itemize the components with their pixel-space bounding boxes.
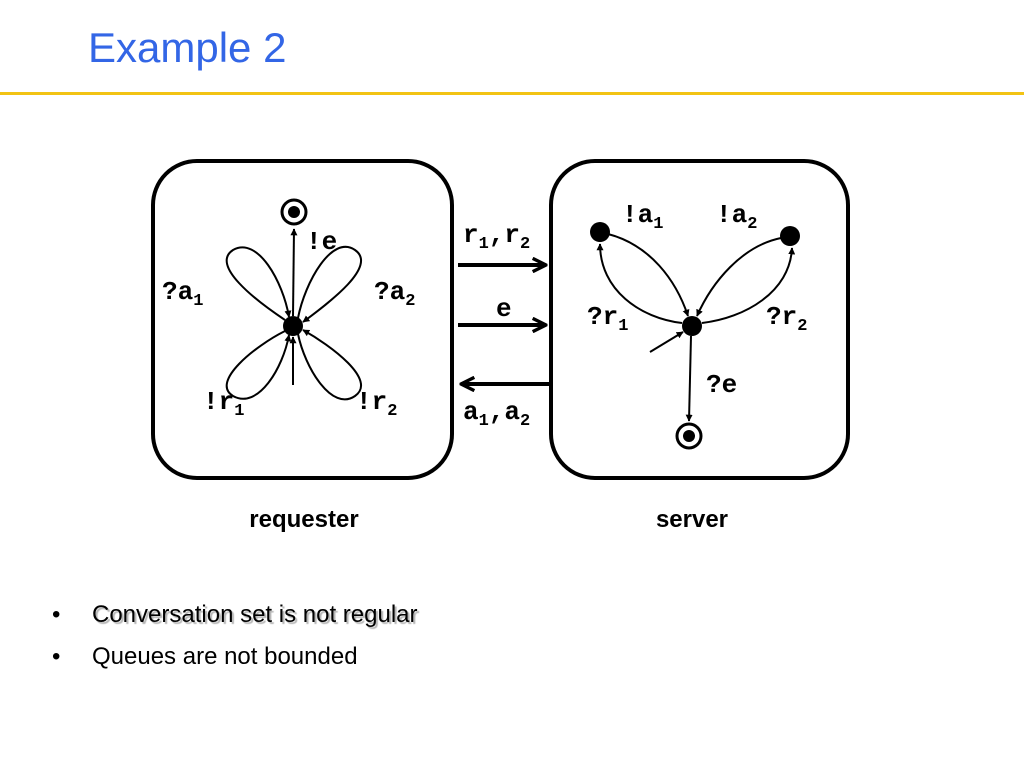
server-state-left — [590, 222, 610, 242]
channel-label-a: a1,a2 — [463, 397, 530, 431]
slide-title: Example 2 — [88, 24, 287, 71]
server-edge-send-a2 — [696, 237, 782, 317]
server-edge-recv-r2 — [701, 247, 796, 324]
bullet-item: • Conversation set is not regular — [52, 594, 418, 636]
requester-label-recv-a1: ?a1 — [162, 277, 203, 311]
server-label-recv-e: ?e — [706, 370, 737, 400]
bullet-marker: • — [52, 601, 61, 628]
server-edge-send-a1 — [607, 233, 690, 317]
requester-machine: !e ?a1 ?a2 !r1 !r2 — [151, 159, 454, 480]
requester-loop-r2 — [297, 329, 363, 401]
server-caption: server — [656, 506, 728, 533]
channel-label-e: e — [496, 294, 512, 324]
server-final-state-dot — [683, 430, 695, 442]
server-label-recv-r2: ?r2 — [766, 302, 807, 336]
requester-send-e-edge — [290, 228, 298, 317]
server-machine: !a1 !a2 ?r1 ?r2 ?e — [549, 159, 850, 480]
server-label-send-a1: !a1 — [622, 200, 663, 234]
server-edge-recv-e — [685, 335, 693, 422]
requester-center-state — [283, 316, 303, 336]
channel-label-r: r1,r2 — [463, 220, 530, 254]
requester-label-recv-a2: ?a2 — [374, 277, 415, 311]
title-divider — [0, 92, 1024, 95]
bullet-text: Conversation set is not regular — [92, 601, 418, 628]
requester-loop-a1 — [225, 246, 292, 321]
server-label-send-a2: !a2 — [716, 200, 757, 234]
bullet-item: • Queues are not bounded — [52, 636, 418, 678]
server-label-recv-r1: ?r1 — [587, 302, 628, 336]
server-center-state — [682, 316, 702, 336]
requester-label-send-r1: !r1 — [203, 387, 244, 421]
requester-label-send-r2: !r2 — [356, 387, 397, 421]
bullet-text: Queues are not bounded — [92, 643, 358, 670]
server-initial-arrow — [649, 331, 684, 353]
requester-caption: requester — [249, 506, 358, 533]
bullet-marker: • — [52, 643, 61, 670]
requester-final-state-dot — [288, 206, 300, 218]
requester-loop-r1 — [225, 330, 292, 400]
server-state-right — [780, 226, 800, 246]
requester-label-send-e: !e — [306, 227, 337, 257]
bullet-list: • Conversation set is not regular • Queu… — [52, 594, 418, 678]
requester-loop-a2 — [297, 246, 363, 323]
channels: r1,r2 e a1,a2 — [458, 220, 549, 431]
server-edge-recv-r1 — [596, 243, 683, 324]
